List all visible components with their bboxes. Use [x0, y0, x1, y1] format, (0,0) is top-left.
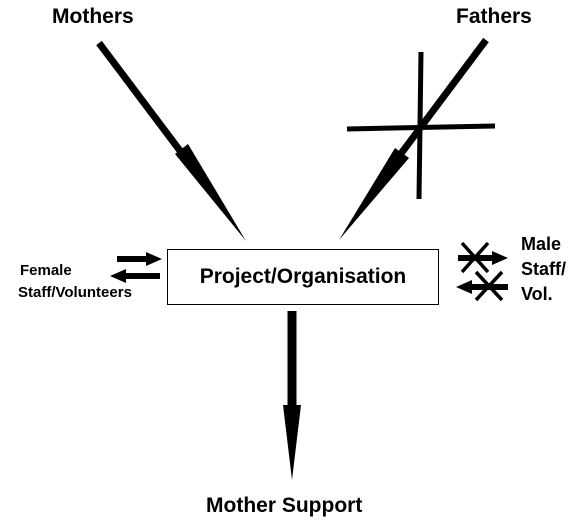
mother-support-arrow	[283, 311, 301, 480]
mother-support-label: Mother Support	[206, 494, 363, 517]
male-staff-label-line2: Staff/	[521, 259, 566, 279]
male-staff-label-line1: Male	[521, 234, 562, 254]
fathers-blocked-cross-icon	[346, 51, 496, 200]
project-organisation-box: Project/Organisation	[167, 249, 439, 305]
male-staff-label-line3: Vol.	[521, 284, 553, 304]
female-exchange-arrows-icon	[110, 252, 162, 283]
female-staff-label-line1: Female	[20, 262, 72, 279]
fathers-arrow	[339, 37, 489, 240]
fathers-label: Fathers	[456, 5, 532, 28]
project-organisation-label: Project/Organisation	[199, 265, 407, 288]
mothers-arrow	[96, 40, 246, 241]
male-blocked-cross-icon	[460, 241, 504, 302]
mothers-label: Mothers	[52, 5, 134, 28]
female-staff-label-line2: Staff/Volunteers	[18, 284, 132, 301]
